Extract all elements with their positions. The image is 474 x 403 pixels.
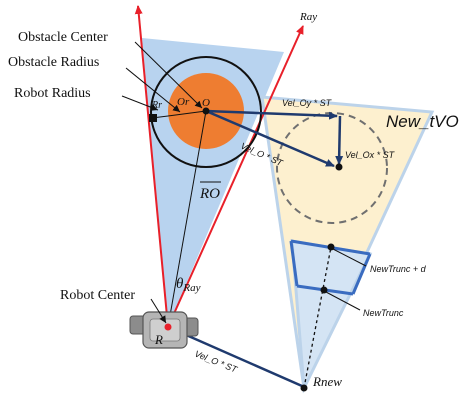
rr-label: Rr <box>151 100 162 111</box>
newtrunc-label: NewTrunc <box>363 308 404 318</box>
newtrunc-d-leader <box>332 248 367 267</box>
obstacle-radius-label: Obstacle Radius <box>8 55 99 70</box>
obstacle-center-arrow <box>134 41 203 109</box>
vel-oy-vector <box>205 109 338 120</box>
robot-center-point <box>164 323 172 331</box>
vel-ox-vector <box>335 115 344 165</box>
trunc-right-edge <box>351 253 372 295</box>
robot-radius-arrow <box>121 95 159 111</box>
o-label: O <box>202 97 210 109</box>
ray-right <box>167 25 304 328</box>
obstacle-center-label: Obstacle Center <box>18 30 108 45</box>
vel-oy-st-label: Vel_Oy * ST <box>282 98 333 108</box>
dashed-center-point <box>335 163 343 171</box>
new-tvo-label: New_tVO <box>386 112 459 131</box>
theta-subscript: Ray <box>182 282 200 294</box>
vel-o-vector <box>167 325 303 388</box>
ray-label: Ray <box>299 11 317 23</box>
obstacle-radius-arrow <box>125 67 181 113</box>
theta-ray-label: θRay <box>176 276 201 294</box>
theta-symbol: θ <box>176 276 184 292</box>
r-label: R <box>154 332 163 347</box>
or-label: Or <box>177 96 190 108</box>
trunc-left-edge <box>289 240 299 287</box>
rnew-point <box>300 384 308 392</box>
r-new-label: Rnew <box>312 374 342 389</box>
obstacle-center-point <box>202 107 210 115</box>
ro-line <box>167 110 207 328</box>
vel-o-diagonal-vector <box>205 109 335 168</box>
robot-radius-marker <box>149 114 157 122</box>
new-tvo-cone <box>260 95 435 394</box>
newtrunc-d-point <box>327 243 335 251</box>
ray-left <box>134 5 169 328</box>
newtrunc-point <box>320 286 328 294</box>
robot-center-arrow <box>150 298 167 324</box>
new-tvo-truncated-region <box>290 239 373 394</box>
newtrunc-d-label: NewTrunc + d <box>370 264 427 274</box>
vel-o-st-lower-label: Vel_O * ST <box>193 349 240 376</box>
obstacle-radius-line <box>167 110 207 117</box>
robot-car-icon <box>129 311 199 349</box>
newtrunc-leader <box>325 291 361 311</box>
robot-radius-label: Robot Radius <box>14 86 91 101</box>
robot-center-label: Robot Center <box>60 288 135 303</box>
ro-label: RO <box>199 186 220 202</box>
vel-ox-st-label: Vel_Ox * ST <box>345 150 396 160</box>
